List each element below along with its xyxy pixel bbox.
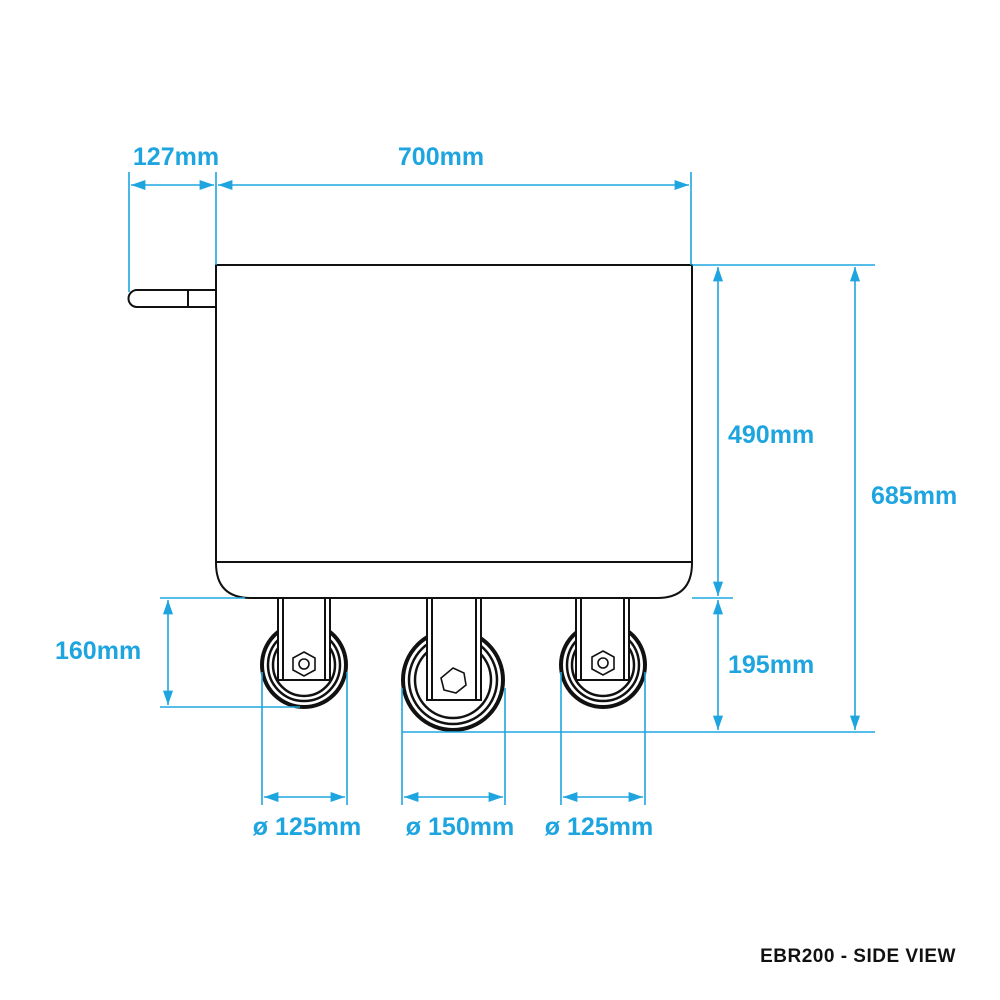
label-handle-length: 127mm: [133, 143, 219, 171]
nut-icon: [440, 667, 467, 694]
label-wheel-left: ø 125mm: [253, 813, 361, 841]
label-small-caster-height: 160mm: [55, 637, 141, 665]
label-caster-height: 195mm: [728, 651, 814, 679]
nut-icon: [591, 650, 615, 676]
label-body-height: 490mm: [728, 421, 814, 449]
handle: [127, 289, 216, 308]
label-wheel-right: ø 125mm: [545, 813, 653, 841]
wheel-right: [559, 597, 647, 709]
wheel-middle: [401, 597, 505, 732]
nut-icon: [292, 651, 316, 677]
label-wheel-middle: ø 150mm: [406, 813, 514, 841]
wheel-left: [260, 597, 348, 709]
dimension-lines: [128, 172, 875, 805]
cart-body: [215, 264, 693, 599]
drawing-title: EBR200 - SIDE VIEW: [760, 946, 956, 967]
label-body-length: 700mm: [398, 143, 484, 171]
label-overall-height: 685mm: [871, 482, 957, 510]
